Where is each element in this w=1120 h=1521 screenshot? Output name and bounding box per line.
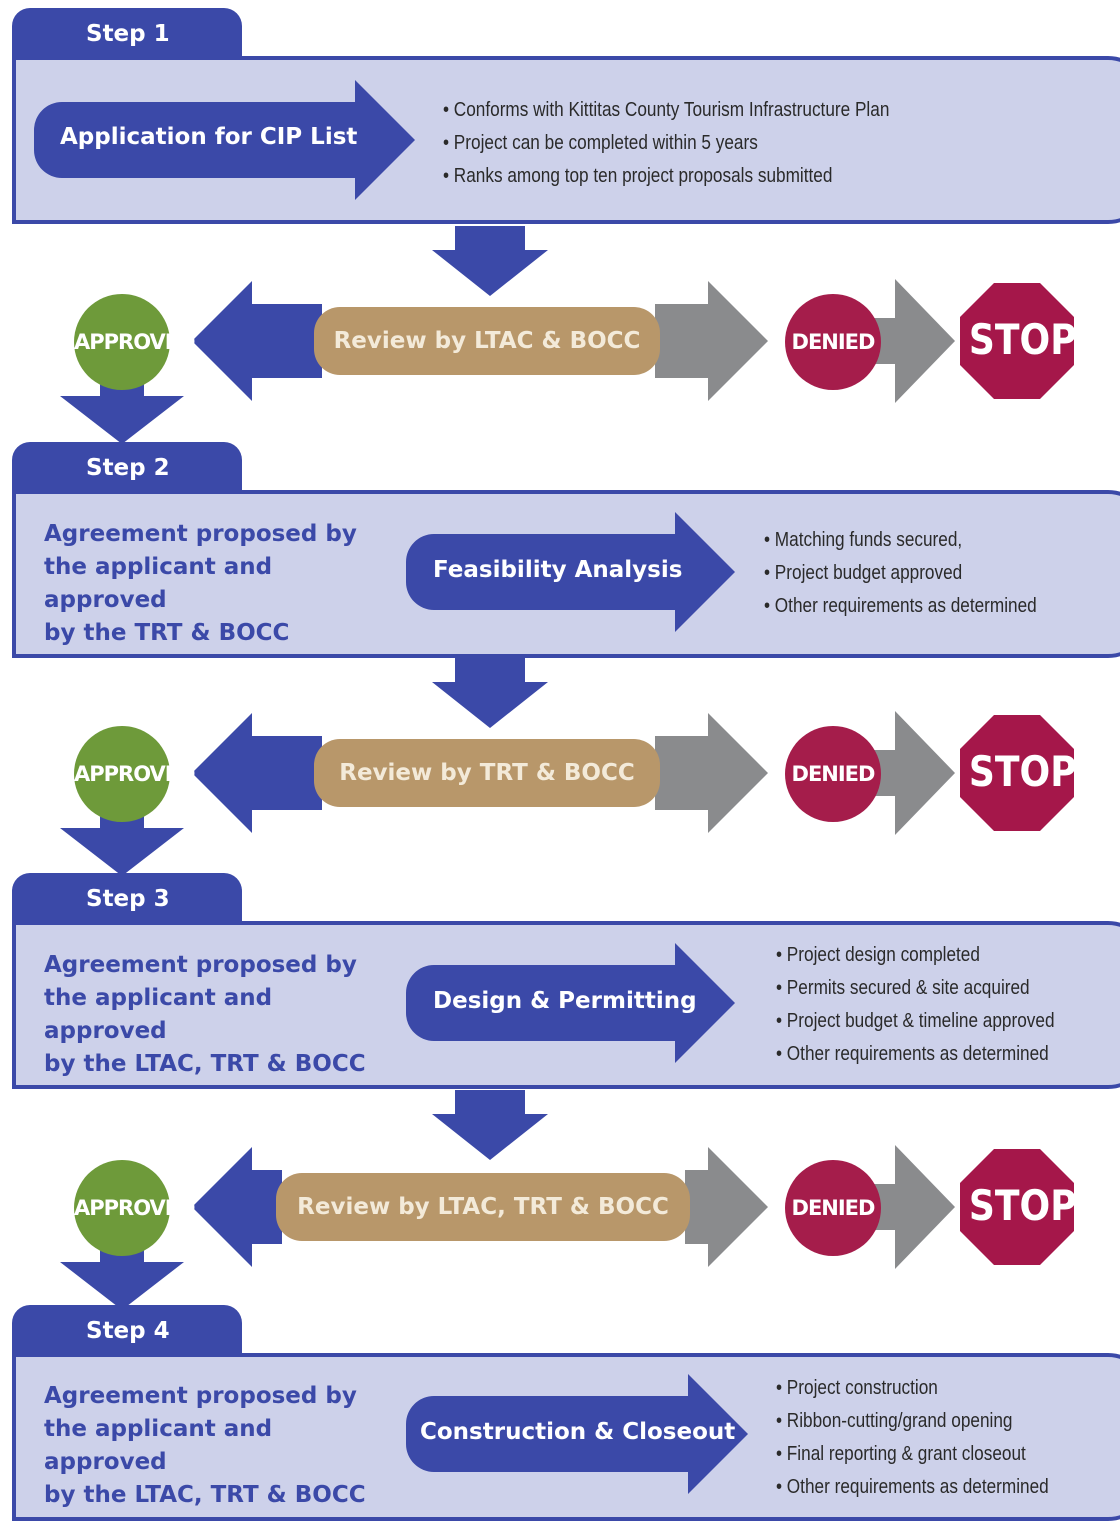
right-gray-arrow-2 [655,713,768,833]
stop-sign-3: STOP [968,1181,1077,1230]
down-arrow-1 [432,226,548,296]
step-2-bullet: Project budget approved [764,557,1037,590]
step-1-tab: Step 1 [12,8,242,64]
step-1-bullet: Conforms with Kittitas County Tourism In… [443,94,890,127]
left-arrow-1 [192,281,322,401]
step-2-tab: Step 2 [12,442,242,498]
step-1-bullet: Ranks among top ten project proposals su… [443,160,889,193]
down-arrow-3 [432,1090,548,1160]
step-4-bullet: Other requirements as determined [776,1471,1049,1504]
step-1-bullet: Project can be completed within 5 years [443,127,889,160]
step-4-agreement: Agreement proposed by the applicant and … [44,1383,366,1508]
denied-badge-1: DENIED [785,294,881,390]
denied-stop-arrow-1 [870,279,955,403]
step-3-bullet: Other requirements as determined [776,1038,1055,1071]
step-4-tab: Step 4 [12,1305,242,1361]
step-1-bullets: Conforms with Kittitas County Tourism In… [443,94,890,193]
denied-badge-2: DENIED [785,726,881,822]
step-4-arrow-label: Construction & Closeout [420,1419,736,1445]
step-2-bullets: Matching funds secured, Project budget a… [764,524,1037,623]
step-3-arrow-label: Design & Permitting [433,988,697,1014]
step-1-arrow-label: Application for CIP List [60,124,358,150]
step-4-bullets: Project construction Ribbon-cutting/gran… [776,1372,1049,1504]
step-4-bullet: Final reporting & grant closeout [776,1438,1049,1471]
down-arrow-2 [432,658,548,728]
right-gray-arrow-1 [655,281,768,401]
review-1-pill: Review by LTAC & BOCC [314,307,660,375]
denied-stop-arrow-3 [870,1145,955,1269]
step-3-bullet: Project design completed [776,939,1055,972]
denied-badge-3: DENIED [785,1160,881,1256]
denied-stop-arrow-2 [870,711,955,835]
step-2-agreement: Agreement proposed by the applicant and … [44,521,357,646]
stop-octagon-2 [960,715,1074,831]
step-4-bullet: Ribbon-cutting/grand opening [776,1405,1049,1438]
approved-down-arrow-1 [60,384,184,444]
approved-down-arrow-3 [60,1250,184,1310]
step-3-bullet: Project budget & timeline approved [776,1005,1055,1038]
review-3-pill: Review by LTAC, TRT & BOCC [276,1173,690,1241]
step-3-bullets: Project design completed Permits secured… [776,939,1055,1071]
step-2-bullet: Other requirements as determined [764,590,1037,623]
stop-octagon-3 [960,1149,1074,1265]
step-3-bullet: Permits secured & site acquired [776,972,1055,1005]
left-arrow-3 [192,1147,282,1267]
step-3-tab: Step 3 [12,873,242,929]
stop-sign-1: STOP [968,315,1077,364]
step-2-arrow-label: Feasibility Analysis [433,557,683,583]
review-2-pill: Review by TRT & BOCC [314,739,660,807]
right-gray-arrow-3 [685,1147,768,1267]
left-arrow-2 [192,713,322,833]
step-3-agreement: Agreement proposed by the applicant and … [44,952,366,1077]
stop-sign-2: STOP [968,747,1077,796]
step-2-bullet: Matching funds secured, [764,524,1037,557]
approved-down-arrow-2 [60,816,184,876]
step-4-bullet: Project construction [776,1372,1049,1405]
stop-octagon-1 [960,283,1074,399]
